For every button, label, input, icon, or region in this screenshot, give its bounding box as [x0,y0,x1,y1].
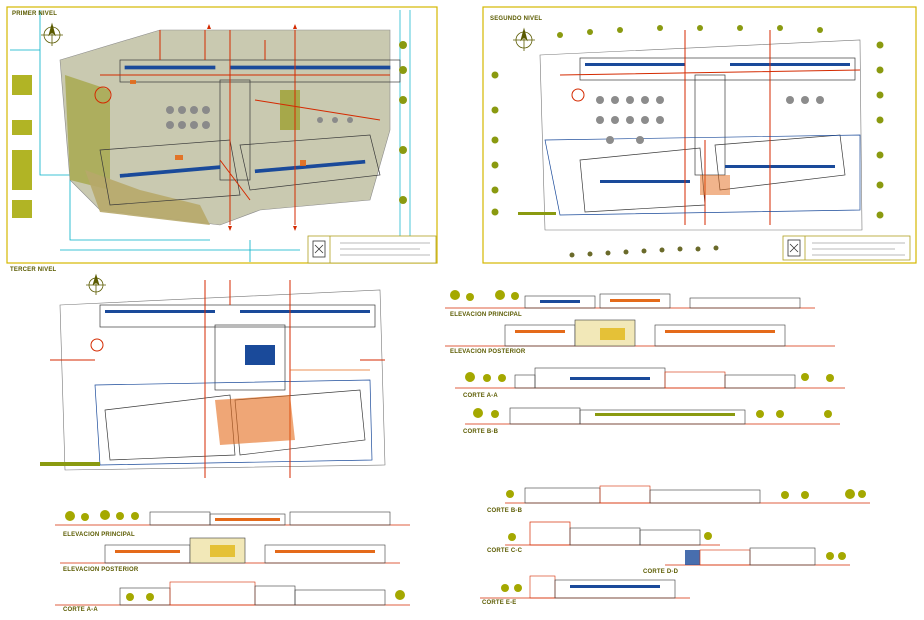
right-corte-bb2-label: CORTE B-B [487,508,523,514]
right-corte-ee-label: CORTE E-E [482,600,517,606]
right-elev-posterior-label: ELEVACION POSTERIOR [450,349,526,355]
right-elevations [445,290,845,425]
right-corte-cc-label: CORTE C-C [487,548,523,554]
section-strip [55,581,410,606]
left-corte-aa-label: CORTE A-A [63,607,98,613]
section-strip [455,367,845,389]
logo-stamp-icon [312,240,326,258]
left-elevations [55,510,410,606]
north-arrow-icon [86,273,106,295]
left-elev-posterior-label: ELEVACION POSTERIOR [63,567,139,573]
right-corte-aa-label: CORTE A-A [463,393,498,399]
logo-stamp-icon [787,239,801,257]
title-block-2 [782,235,911,261]
section-strip [505,485,870,504]
right-corte-bb-label: CORTE B-B [463,429,499,435]
title-block-1 [307,235,437,264]
left-elev-principal-label: ELEVACION PRINCIPAL [63,532,135,538]
third-level-panel [40,273,386,478]
section-strip [480,575,690,599]
elevation-strip [445,319,835,347]
first-level-title: PRIMER NIVEL [12,11,58,17]
first-level-panel [6,6,438,264]
section-strip [665,547,850,566]
second-level-panel [482,6,917,264]
right-corte-dd-label: CORTE D-D [643,569,679,575]
elevation-strip [60,537,400,564]
third-level-title: TERCER NIVEL [10,267,57,273]
elevation-strip [55,510,410,526]
north-arrow-icon [41,22,63,46]
right-elev-principal-label: ELEVACION PRINCIPAL [450,312,522,318]
second-level-title: SEGUNDO NIVEL [490,16,543,22]
section-strip [465,407,840,425]
section-strip [505,521,720,546]
elevation-strip [445,290,815,309]
north-arrow-icon [513,27,535,51]
right-bottom-sections [480,485,870,599]
